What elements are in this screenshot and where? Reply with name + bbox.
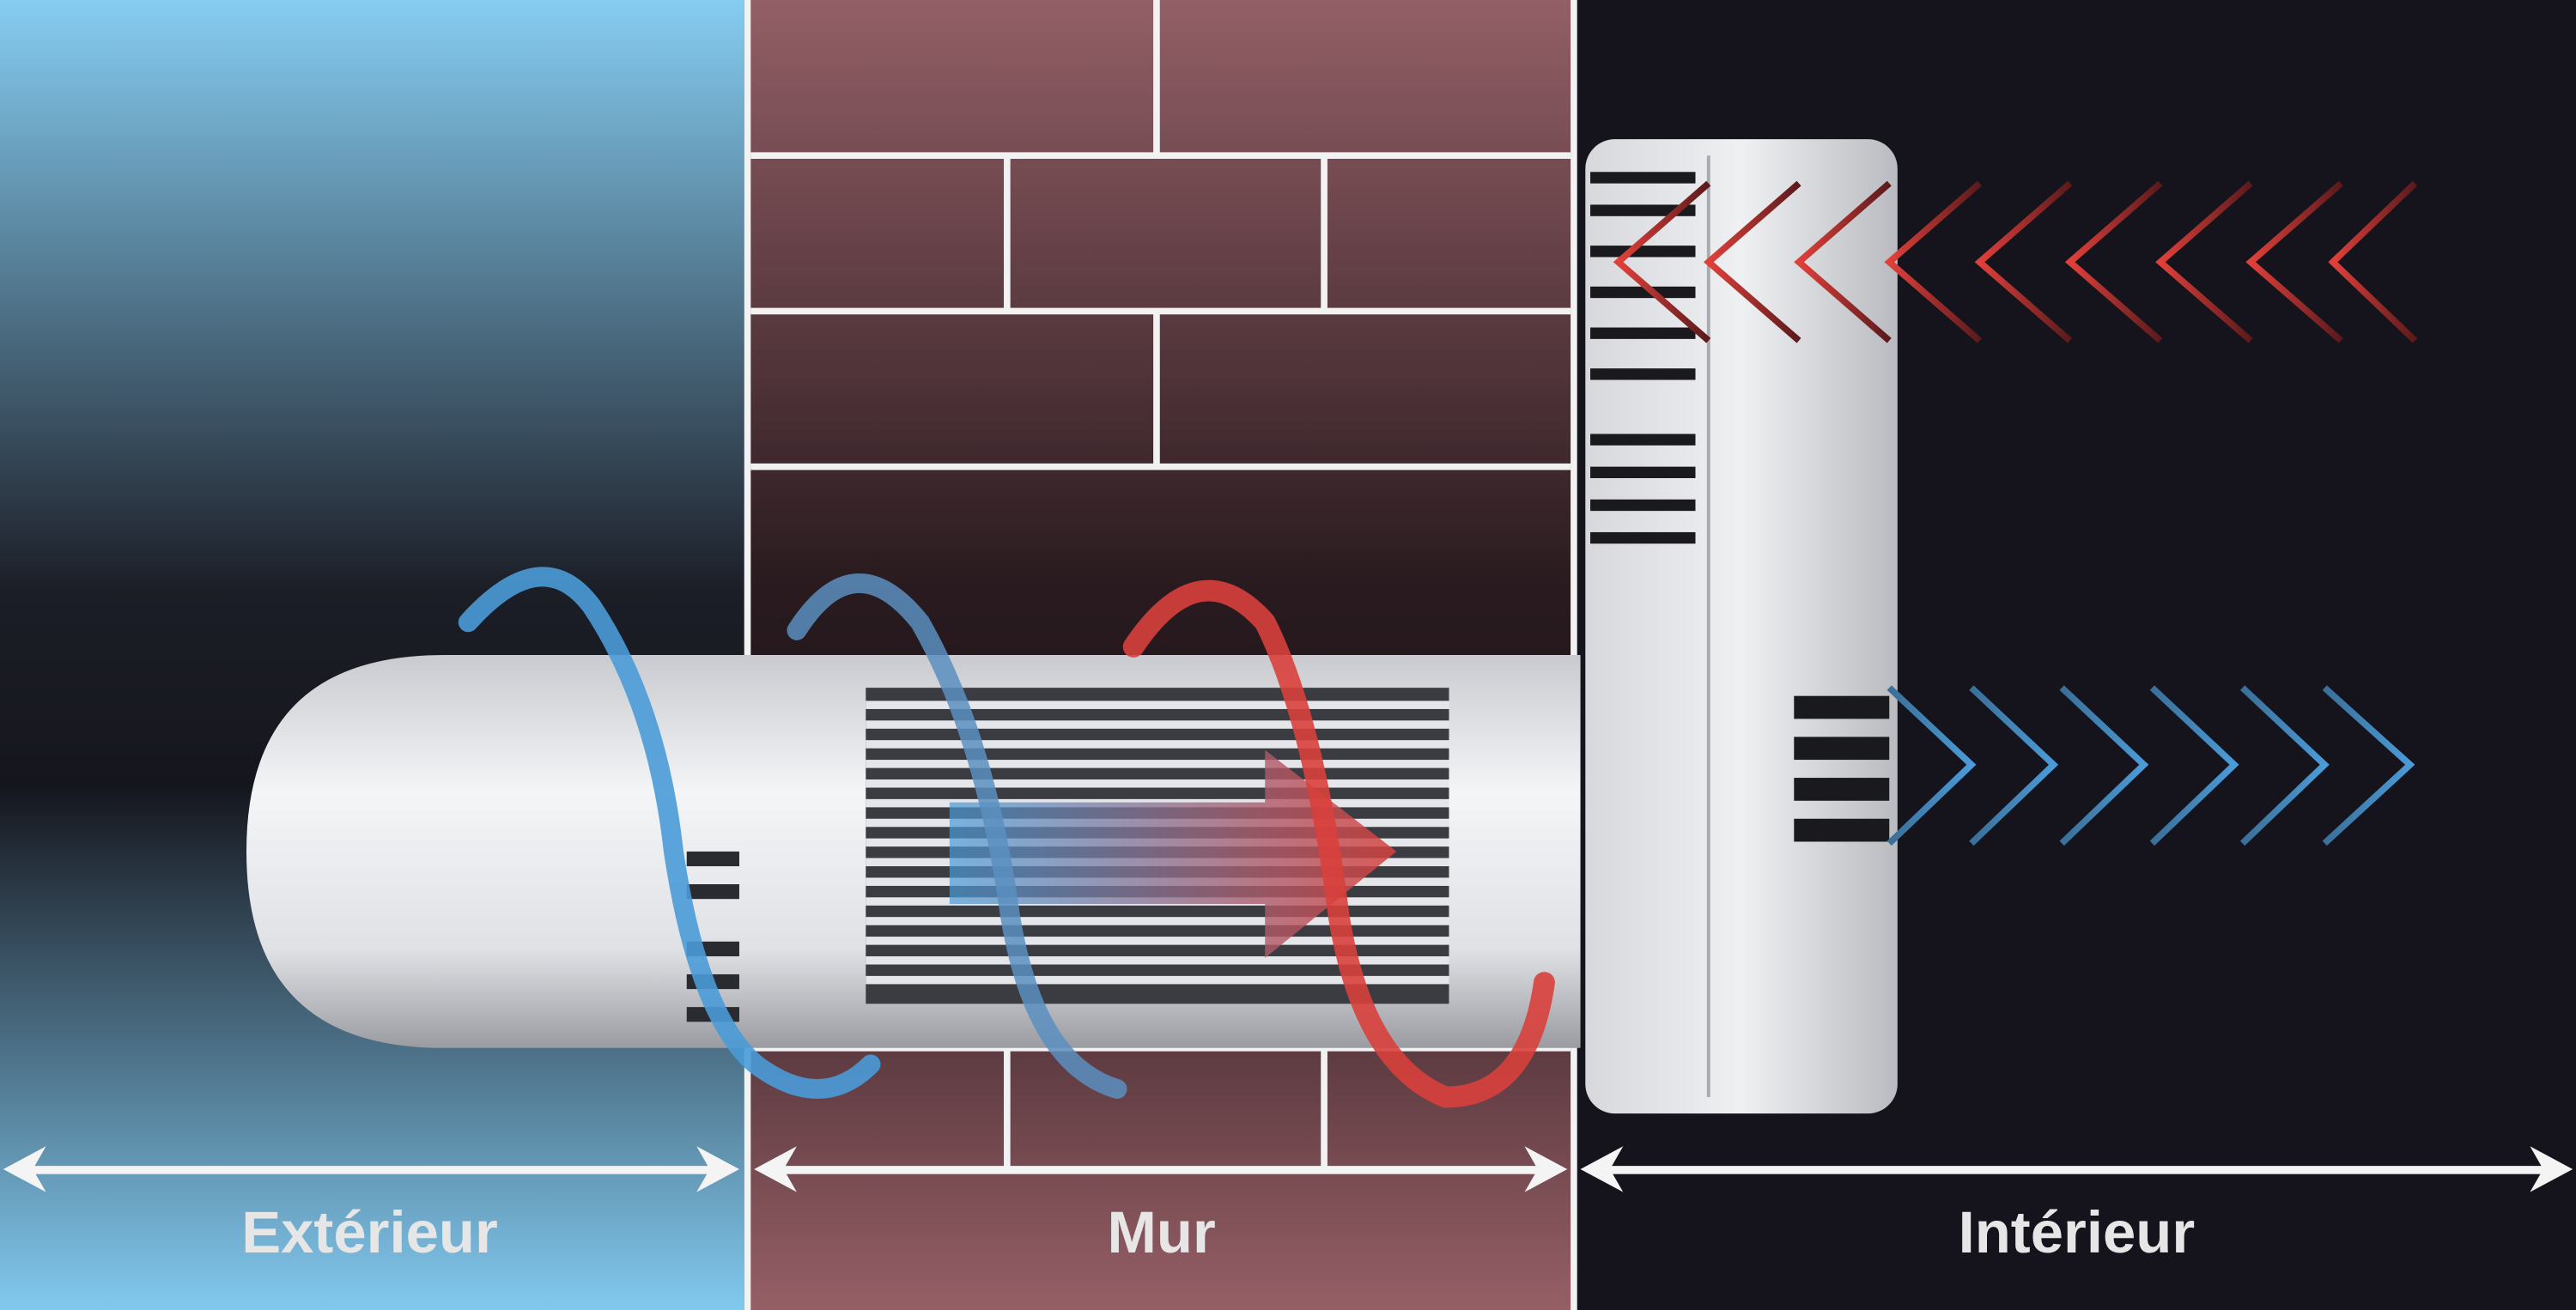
warm-air-extract-chevrons [1613, 180, 2418, 343]
interior-unit [1585, 139, 1898, 1114]
dimension-arrows [3, 1146, 2573, 1192]
warm-air-spiral [1122, 579, 1555, 1108]
unit-vent-slots [1590, 172, 1890, 842]
cold-air-spiral [458, 567, 881, 1099]
fresh-air-supply-chevrons [1886, 685, 2415, 846]
exterior-label: Extérieur [241, 1199, 498, 1265]
airflow-direction-arrow [949, 749, 1397, 958]
interior-label: Intérieur [1959, 1199, 2196, 1265]
wall-label: Mur [1108, 1199, 1216, 1265]
cold-air-spiral [787, 573, 1127, 1099]
